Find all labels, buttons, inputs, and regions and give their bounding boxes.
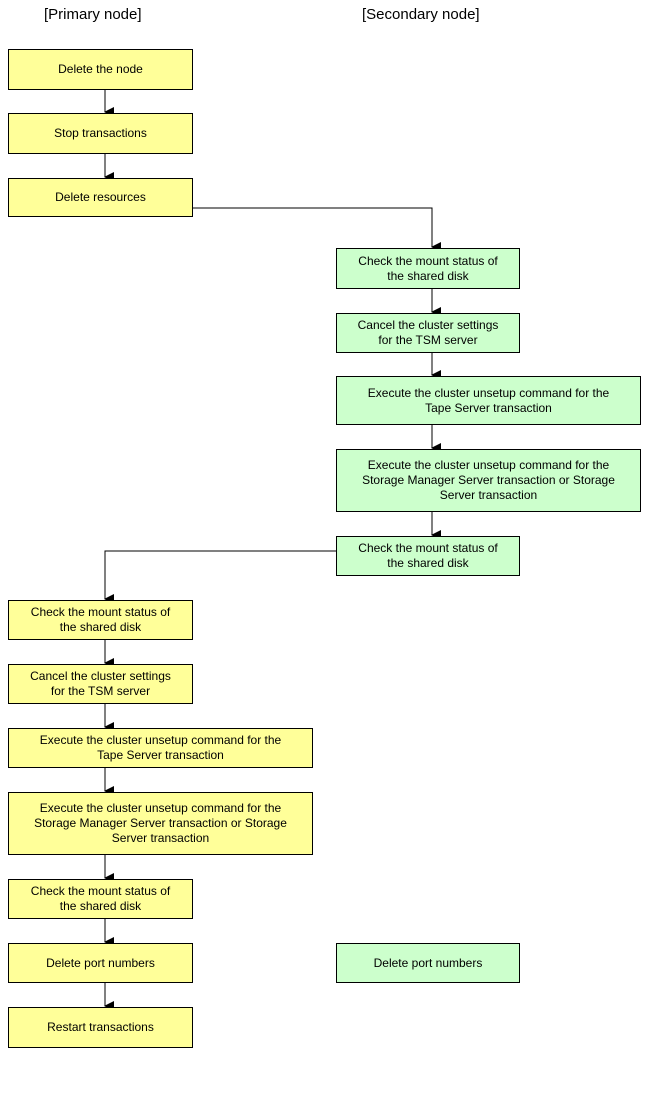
primary-step-unsetup-tape-server: Execute the cluster unsetup command for … — [8, 728, 313, 768]
primary-step-stop-transactions: Stop transactions — [8, 113, 193, 154]
secondary-step-delete-port-numbers: Delete port numbers — [336, 943, 520, 983]
primary-step-check-mount-1: Check the mount status of the shared dis… — [8, 600, 193, 640]
secondary-step-unsetup-storage-manager: Execute the cluster unsetup command for … — [336, 449, 641, 512]
arrow-p3-s1 — [192, 207, 441, 252]
secondary-step-unsetup-tape-server: Execute the cluster unsetup command for … — [336, 376, 641, 425]
primary-step-check-mount-2: Check the mount status of the shared dis… — [8, 879, 193, 919]
primary-step-cancel-cluster-settings: Cancel the cluster settings for the TSM … — [8, 664, 193, 704]
primary-step-delete-resources: Delete resources — [8, 178, 193, 217]
secondary-step-check-mount-1: Check the mount status of the shared dis… — [336, 248, 520, 289]
primary-step-delete-node: Delete the node — [8, 49, 193, 90]
secondary-node-header: [Secondary node] — [362, 6, 480, 23]
secondary-step-check-mount-2: Check the mount status of the shared dis… — [336, 536, 520, 576]
secondary-step-cancel-cluster-settings: Cancel the cluster settings for the TSM … — [336, 313, 520, 353]
primary-step-unsetup-storage-manager: Execute the cluster unsetup command for … — [8, 792, 313, 855]
primary-step-delete-port-numbers: Delete port numbers — [8, 943, 193, 983]
arrow-s5-p4 — [104, 550, 336, 604]
primary-step-restart-transactions: Restart transactions — [8, 1007, 193, 1048]
primary-node-header: [Primary node] — [44, 6, 142, 23]
